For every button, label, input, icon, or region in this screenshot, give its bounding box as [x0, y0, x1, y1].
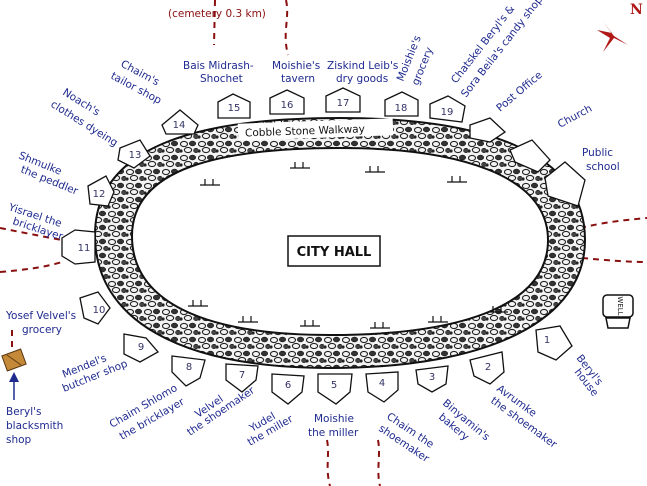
label-post-office: Post Office — [494, 69, 545, 114]
label-15-line2: Shochet — [200, 73, 243, 85]
cemetery-note: (cemetery 0.3 km) — [168, 8, 266, 20]
church-building — [509, 139, 551, 173]
number-16: 16 — [281, 100, 294, 111]
house-19 — [429, 95, 466, 123]
label-17-line1: Ziskind Leib's — [327, 60, 398, 72]
house-11 — [61, 229, 96, 265]
number-13: 13 — [129, 150, 142, 161]
label-5-line1: Moishie — [314, 413, 354, 425]
number-6: 6 — [285, 380, 291, 391]
house-13 — [117, 139, 151, 169]
plaza-ticks — [188, 162, 508, 329]
label-5-line2: the miller — [308, 427, 359, 439]
number-12: 12 — [93, 189, 106, 200]
label-blacksmith-line1: Beryl's — [6, 406, 41, 418]
compass-letter: N — [630, 2, 643, 18]
house-18 — [384, 91, 419, 117]
house-8 — [171, 355, 206, 387]
label-15-line1: Bais Midrash- — [183, 60, 254, 72]
blacksmith-shop-icon — [1, 348, 27, 400]
road-south-1 — [326, 439, 331, 486]
houses — [61, 87, 586, 405]
cobblestone-walkway — [93, 116, 587, 370]
label-10-line1: Yosef Velvel's — [5, 310, 76, 322]
house-12 — [87, 175, 115, 207]
number-10: 10 — [93, 305, 106, 316]
label-church: Church — [556, 103, 594, 131]
number-14: 14 — [173, 120, 186, 131]
road-west-1 — [0, 227, 63, 241]
label-10-line2: grocery — [22, 324, 62, 336]
label-blacksmith-line3: shop — [6, 434, 32, 446]
number-18: 18 — [395, 103, 408, 114]
label-16-line2: tavern — [281, 73, 315, 85]
number-1: 1 — [544, 335, 550, 346]
house-6 — [271, 373, 305, 405]
city-hall: CITY HALL — [287, 235, 381, 267]
walkway-text: Cobble Stone Walkway — [245, 123, 365, 139]
house-2 — [469, 351, 505, 385]
well-icon: WELL — [602, 294, 634, 329]
city-hall-label: CITY HALL — [297, 245, 372, 260]
walkway-label: Cobble Stone Walkway — [237, 118, 394, 141]
number-19: 19 — [441, 107, 454, 118]
number-11: 11 — [78, 243, 91, 254]
number-8: 8 — [186, 362, 192, 373]
house-15 — [217, 93, 251, 119]
number-5: 5 — [331, 380, 337, 391]
road-south-2 — [377, 439, 381, 486]
number-15: 15 — [228, 103, 241, 114]
number-2: 2 — [485, 362, 491, 373]
well-label: WELL — [616, 296, 624, 315]
house-16 — [269, 89, 305, 115]
road-east-2 — [581, 257, 647, 263]
road-north-1 — [213, 0, 216, 46]
house-9 — [123, 333, 160, 363]
school-building — [544, 161, 586, 207]
house-17 — [325, 87, 361, 113]
number-17: 17 — [337, 98, 350, 109]
house-14 — [161, 109, 199, 135]
house-3 — [415, 365, 449, 393]
number-4: 4 — [379, 378, 385, 389]
number-9: 9 — [138, 342, 144, 353]
house-1 — [535, 325, 573, 361]
house-4 — [365, 371, 399, 403]
house-7 — [225, 363, 259, 393]
house-5 — [317, 373, 353, 405]
compass-rose: N — [597, 2, 643, 52]
road-east-1 — [579, 217, 647, 229]
number-3: 3 — [429, 372, 435, 383]
label-16-line1: Moishie's — [272, 60, 320, 72]
house-numbers: 1 2 3 4 5 6 7 8 9 10 11 12 13 14 15 16 1… — [78, 98, 551, 391]
road-west-2 — [0, 261, 63, 273]
post-office-building — [469, 117, 507, 143]
number-7: 7 — [239, 370, 245, 381]
label-blacksmith-line2: blacksmith — [6, 420, 63, 432]
label-17-line2: dry goods — [336, 73, 388, 85]
house-10 — [79, 291, 111, 325]
road-north-2 — [284, 0, 289, 56]
label-school-line2: school — [586, 161, 620, 173]
label-school-line1: Public — [582, 147, 613, 159]
